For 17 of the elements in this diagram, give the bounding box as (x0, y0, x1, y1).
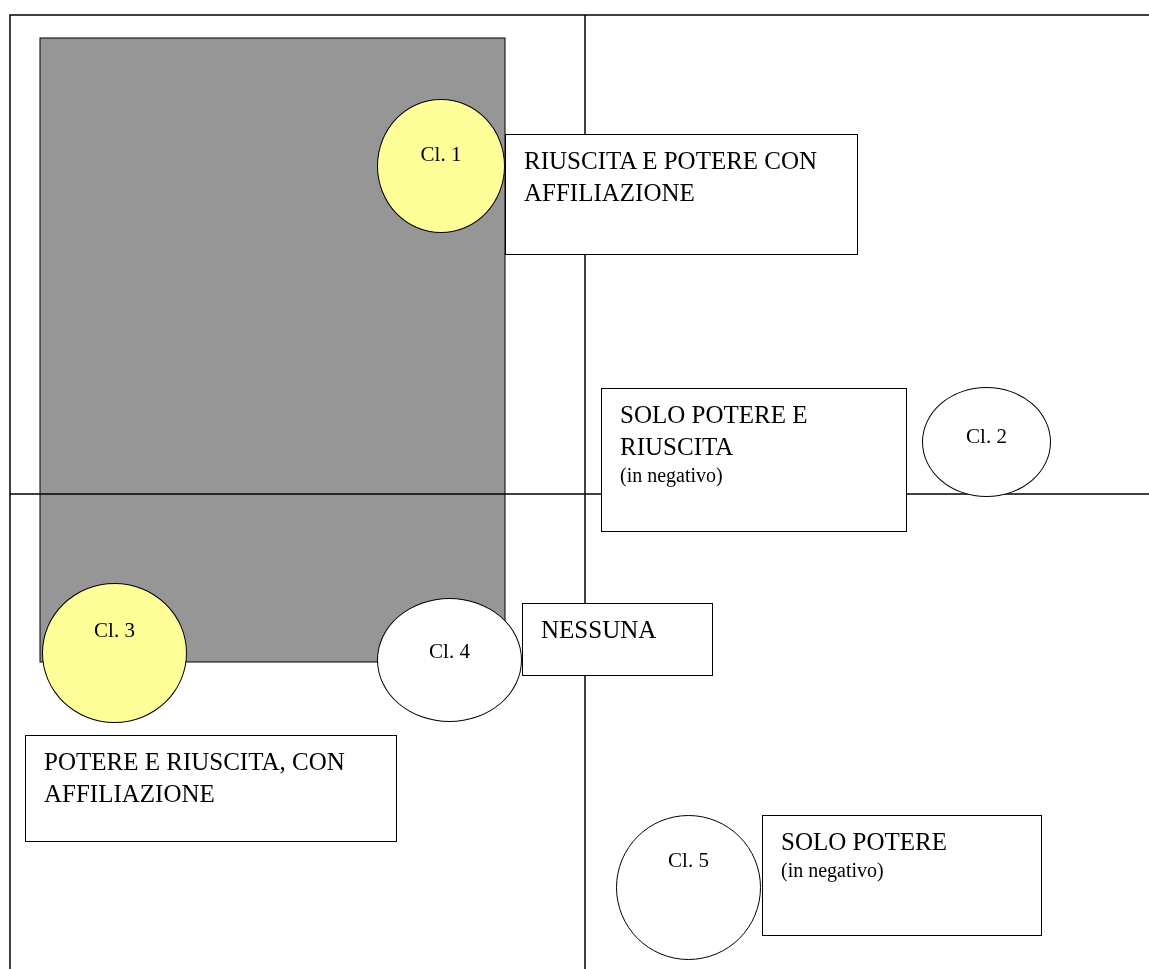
cluster-label: Cl. 4 (429, 638, 470, 665)
cluster-label: Cl. 5 (668, 847, 709, 874)
cluster-label: Cl. 3 (94, 617, 135, 644)
label-box (505, 134, 858, 255)
category-text: SOLO POTERE E RIUSCITA (620, 400, 809, 462)
label-box (762, 815, 1042, 936)
category-text: SOLO POTERE (781, 827, 947, 857)
label-box (522, 603, 713, 676)
label-box (601, 388, 907, 532)
cluster-label: Cl. 2 (966, 423, 1007, 450)
label-box (25, 735, 397, 842)
note-text: (in negativo) (781, 858, 884, 882)
category-text: NESSUNA (541, 615, 657, 645)
cluster-label: Cl. 1 (420, 141, 462, 168)
note-text: (in negativo) (620, 463, 723, 487)
category-text: RIUSCITA E POTERE CON AFFILIAZIONE (524, 146, 819, 208)
category-text: POTERE E RIUSCITA, CON AFFILIAZIONE (44, 747, 346, 809)
